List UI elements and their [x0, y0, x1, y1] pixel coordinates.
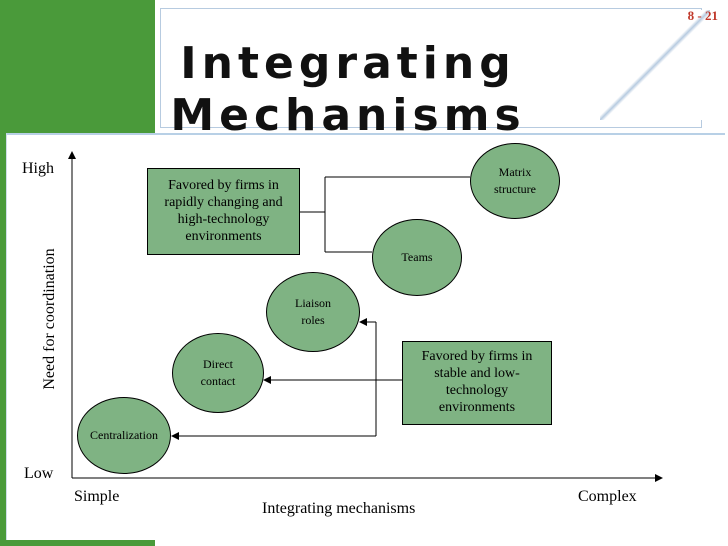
decor-diagonal — [600, 10, 710, 120]
y-axis-label: Need for coordination — [41, 248, 58, 390]
slide-number: 8 - 21 — [687, 8, 718, 23]
rapid-change-box: Favored by firms in rapidly changing and… — [147, 168, 300, 255]
x-simple-label: Simple — [74, 488, 120, 505]
matrix-structure-node: Matrix structure — [470, 143, 560, 219]
y-low-label: Low — [24, 465, 54, 482]
teams-node: Teams — [372, 219, 462, 296]
y-high-label: High — [22, 160, 54, 177]
stable-env-box: Favored by firms in stable and low-techn… — [402, 341, 552, 425]
direct-contact-node: Direct contact — [172, 333, 264, 413]
x-complex-label: Complex — [578, 488, 637, 505]
liaison-roles-node: Liaison roles — [266, 272, 360, 352]
slide-title: Integrating Mechanisms — [170, 38, 526, 141]
centralization-node: Centralization — [77, 397, 171, 474]
x-axis-label: Integrating mechanisms — [262, 500, 416, 517]
